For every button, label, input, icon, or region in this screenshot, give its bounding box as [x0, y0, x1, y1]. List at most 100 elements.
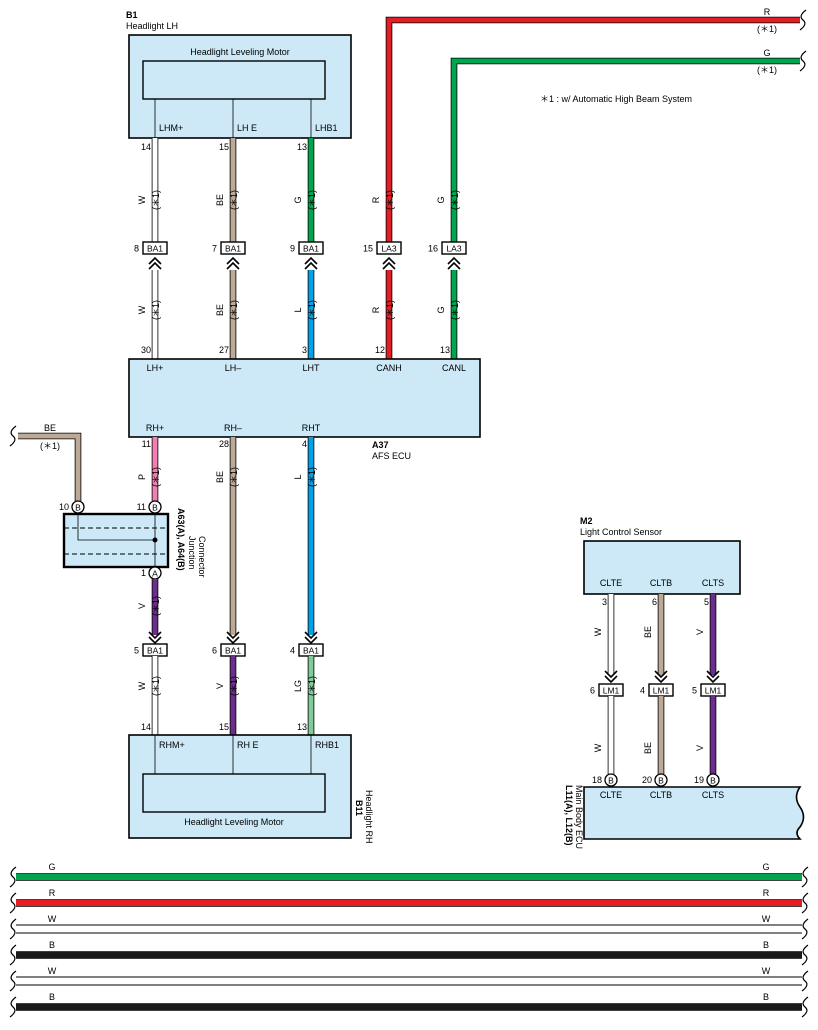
junction-in-0-letter: B	[75, 502, 81, 512]
lm1-2-pin: 5	[692, 686, 697, 696]
bus-right-label-5: B	[763, 992, 769, 1002]
bus-break-left-2	[9, 918, 17, 940]
lh-top-label-1-color: BE	[215, 194, 225, 206]
can-top-label-1-color: G	[436, 196, 446, 203]
la3-1-pin: 16	[428, 244, 438, 254]
ba1-top-2-pin: 9	[290, 244, 295, 254]
junction-in-pin-1: 11	[137, 502, 146, 512]
can-right-l-mark: (＊1)	[757, 65, 777, 75]
rh-ecu-label-1-color: BE	[215, 471, 225, 483]
ba1-bot-2-pin: 4	[290, 646, 295, 656]
a37-code: A37	[372, 440, 389, 450]
bus-left-label-0: G	[48, 862, 55, 872]
can-right-h-color: R	[764, 7, 771, 17]
junction-in-0: B	[71, 500, 85, 514]
ba1-bot-chev-2	[304, 631, 318, 645]
b11-motor-label: Headlight Leveling Motor	[184, 817, 284, 827]
lh-top-label-2-mark: (＊1)	[307, 190, 317, 210]
lh-mid-label-1-color: BE	[215, 304, 225, 316]
la3-chev-0	[382, 256, 396, 270]
junction-out-letter: A	[152, 568, 158, 578]
la3-1-id: LA3	[446, 244, 461, 254]
ba1-top-chev-2	[304, 256, 318, 270]
bus-break-right-4	[801, 970, 809, 992]
rh-bot-label-2-mark: (＊1)	[307, 676, 317, 696]
ba1-bot-chev-1	[226, 631, 240, 645]
lm1-2-id: LM1	[705, 686, 722, 696]
bus-break-right-1	[801, 892, 809, 914]
m2-box	[583, 540, 741, 595]
ba1-top-chev-1	[226, 256, 240, 270]
junction-out-label-color: V	[137, 603, 147, 609]
can-mid-pin-0: 12	[375, 345, 385, 355]
m2-bot-color-0: W	[593, 743, 603, 752]
junction-out-pin: 1	[141, 568, 146, 578]
ba1-top-1-pin: 7	[212, 244, 217, 254]
break-can-h	[799, 9, 807, 31]
m2-top-color-0: W	[593, 627, 603, 636]
a37-box	[128, 358, 481, 438]
can-mid-label-1-color: G	[436, 306, 446, 313]
a37-bottom-pin-1: RH–	[224, 423, 242, 433]
lm1-0-pin: 6	[590, 686, 595, 696]
ba1-top-2: BA1 9	[290, 241, 324, 255]
m2-bot-color-2: V	[695, 745, 705, 751]
junction-in-1-letter: B	[152, 502, 158, 512]
ba1-top-0-id: BA1	[147, 244, 163, 254]
b1-motor-label: Headlight Leveling Motor	[190, 47, 290, 57]
junction-name-1: Junction	[187, 536, 197, 570]
can-mid-label-1-mark: (＊1)	[450, 300, 460, 320]
lh-top-label-1-mark: (＊1)	[229, 190, 239, 210]
lm1-chev-2	[706, 670, 720, 684]
b11-pin-2: RHB1	[315, 740, 339, 750]
lh-top-pin-0: 14	[141, 142, 151, 152]
bus-break-left-0	[9, 866, 17, 888]
l11-pin-1: CLTB	[650, 790, 672, 800]
junction-box	[62, 512, 170, 569]
lh-mid-label-2-mark: (＊1)	[307, 300, 317, 320]
lm1-2: LM1 5	[692, 683, 726, 697]
rh-bot-label-0-color: W	[137, 681, 147, 690]
bus-break-right-0	[801, 866, 809, 888]
lh-top-label-0-color: W	[137, 195, 147, 204]
rh-ecu-pin-2: 4	[302, 439, 307, 449]
lh-mid-pin-0: 30	[141, 345, 151, 355]
rh-bot-pin-1: 15	[219, 722, 229, 732]
la3-1: LA3 16	[428, 241, 467, 255]
can-mid-label-0-mark: (＊1)	[385, 300, 395, 320]
rh-bot-label-1-color: V	[215, 683, 225, 689]
l11-pin-0: CLTE	[600, 790, 622, 800]
b1-motor-box	[142, 60, 326, 100]
l11-conn-2: B	[706, 773, 720, 787]
ba1-bot-0-pin: 5	[134, 646, 139, 656]
b11-pin-0: RHM+	[159, 740, 185, 750]
ba1-bot-1-id: BA1	[225, 646, 241, 656]
ba1-top-1-id: BA1	[225, 244, 241, 254]
can-l-wire	[450, 57, 800, 247]
can-mid-pin-1: 13	[440, 345, 450, 355]
be-left-color: BE	[44, 423, 56, 433]
bus-break-right-2	[801, 918, 809, 940]
a37-top-pin-4: CANL	[442, 363, 466, 373]
bus-left-label-3: B	[49, 940, 55, 950]
lh-top-label-2-color: G	[293, 196, 303, 203]
m2-top-pin-0: 3	[602, 597, 607, 607]
be-left-mark: (＊1)	[40, 441, 60, 451]
l11-box	[583, 786, 805, 840]
ba1-top-2-id: BA1	[303, 244, 319, 254]
l11-conn-pin-0: 18	[592, 775, 602, 785]
lh-top-pin-1: 15	[219, 142, 229, 152]
rh-ecu-label-1-mark: (＊1)	[229, 467, 239, 487]
m2-top-pin-1: 6	[652, 597, 657, 607]
ba1-top-1: BA1 7	[212, 241, 246, 255]
bus-left-label-1: R	[49, 888, 56, 898]
b1-pin-2: LHB1	[315, 123, 338, 133]
lh-mid-label-1-mark: (＊1)	[229, 300, 239, 320]
junction-out-label-mark: (＊1)	[151, 596, 161, 616]
m2-top-color-2: V	[695, 629, 705, 635]
lm1-1-pin: 4	[640, 686, 645, 696]
